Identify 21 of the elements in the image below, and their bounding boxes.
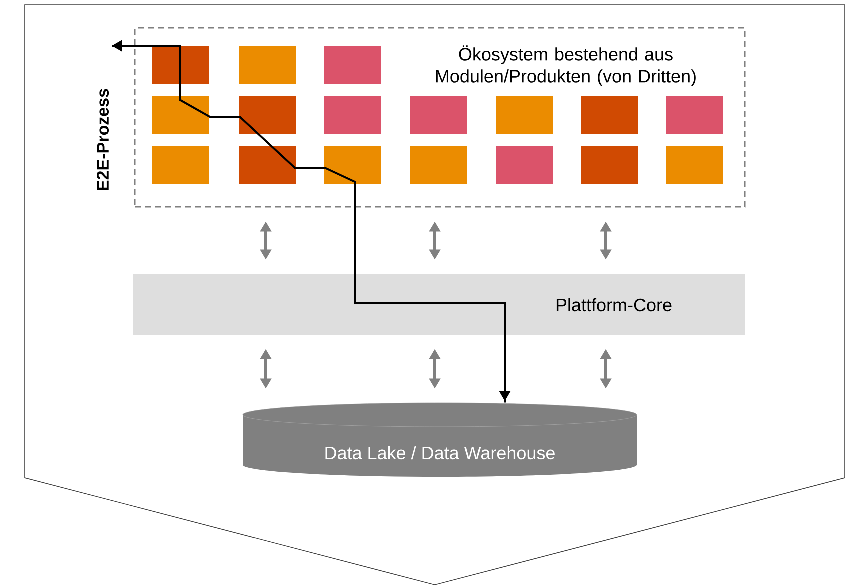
module-box <box>152 146 210 184</box>
module-box <box>152 96 210 134</box>
module-box <box>666 96 724 134</box>
dashed-box: Ökosystem bestehend aus Modulen/Produkten (von Dritten) <box>134 27 746 208</box>
module-box <box>410 96 468 134</box>
module-box <box>239 46 296 84</box>
module-box <box>496 146 554 184</box>
module-box <box>410 146 468 184</box>
module-box <box>324 96 382 134</box>
module-box <box>239 96 296 134</box>
module-box <box>324 146 382 184</box>
module-box <box>496 96 554 134</box>
module-box <box>581 146 638 184</box>
module-box <box>152 46 210 84</box>
platform-band: Plattform-Core <box>133 274 745 335</box>
database-cylinder: Data Lake / Data Warehouse <box>242 402 638 477</box>
process-label: E2E-Prozess <box>96 89 110 190</box>
module-box <box>666 146 724 184</box>
module-box <box>324 46 382 84</box>
module-box <box>239 146 296 184</box>
module-box <box>581 96 638 134</box>
